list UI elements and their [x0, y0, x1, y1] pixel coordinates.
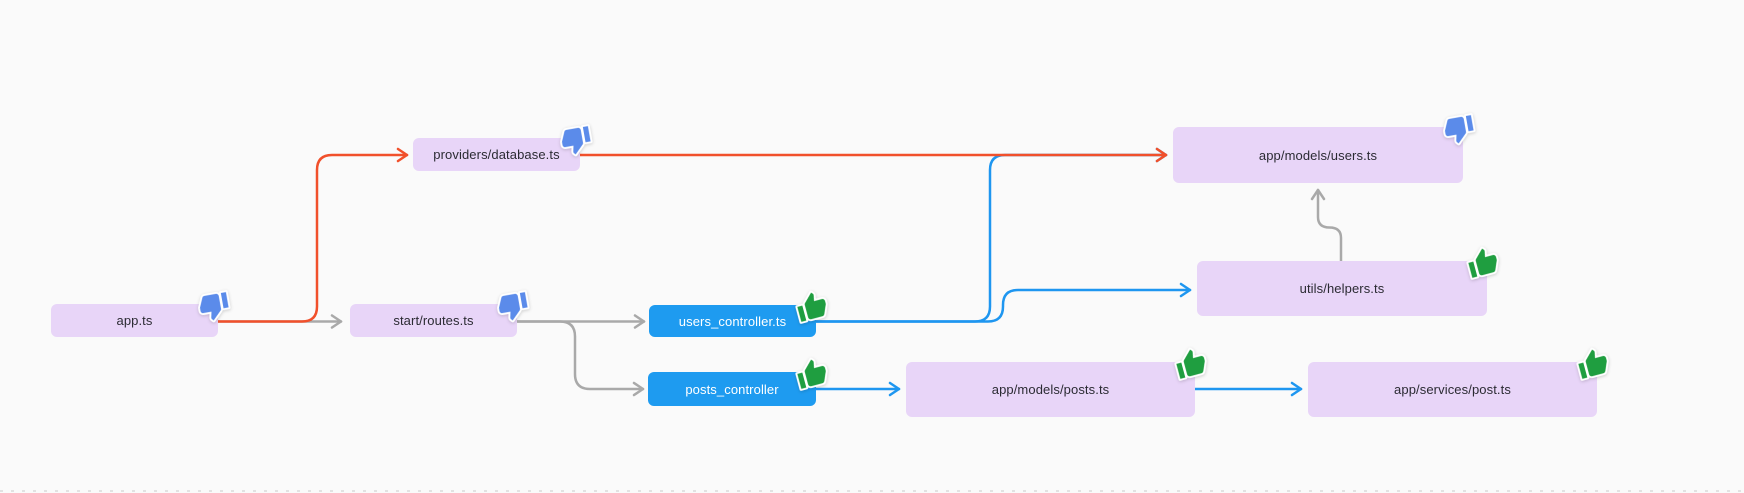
thumbs-up-icon[interactable]: [790, 285, 834, 329]
thumbs-up-icon[interactable]: [790, 352, 834, 396]
node-label: app/models/users.ts: [1258, 147, 1378, 163]
node-app-services-post-ts[interactable]: app/services/post.ts: [1308, 347, 1609, 417]
node-label: start/routes.ts: [393, 313, 474, 328]
thumbs-down-icon[interactable]: [193, 285, 235, 327]
node-app-ts[interactable]: app.ts: [51, 290, 231, 337]
node-label: app.ts: [116, 313, 153, 328]
node-label: app/models/posts.ts: [991, 382, 1110, 397]
canvas-bottom-ruler: [0, 490, 1744, 492]
node-providers-database-ts[interactable]: providers/database.ts: [413, 124, 593, 171]
node-utils-helpers-ts[interactable]: utils/helpers.ts: [1197, 246, 1499, 316]
node-label: posts_controller: [685, 381, 779, 397]
edge-start_routes_ts-to-posts_controller: [515, 320, 645, 397]
node-app-models-users-ts[interactable]: app/models/users.ts: [1173, 113, 1476, 183]
thumbs-down-icon[interactable]: [492, 285, 534, 327]
edge-users_controller_ts-to-app_models_users_ts: [814, 147, 1168, 323]
node-app-models-posts-ts[interactable]: app/models/posts.ts: [906, 347, 1207, 417]
node-start-routes-ts[interactable]: start/routes.ts: [350, 290, 530, 337]
node-label: utils/helpers.ts: [1299, 281, 1385, 296]
thumbs-up-icon[interactable]: [1169, 342, 1213, 386]
thumbs-up-icon[interactable]: [1571, 342, 1615, 386]
thumbs-down-icon[interactable]: [555, 119, 597, 161]
thumbs-up-icon[interactable]: [1461, 241, 1505, 285]
node-users-controller-ts[interactable]: users_controller.ts: [649, 290, 828, 337]
edge-users_controller_ts-to-utils_helpers_ts: [814, 282, 1192, 323]
thumbs-down-icon[interactable]: [1438, 108, 1480, 150]
edge-utils_helpers_ts-to-app_models_users_ts: [1310, 188, 1343, 263]
node-label: users_controller.ts: [678, 313, 787, 329]
node-label: providers/database.ts: [433, 147, 560, 162]
node-posts-controller[interactable]: posts_controller: [648, 357, 828, 406]
node-label: app/services/post.ts: [1394, 382, 1511, 397]
edge-app_ts-to-providers_database_ts: [216, 147, 409, 323]
